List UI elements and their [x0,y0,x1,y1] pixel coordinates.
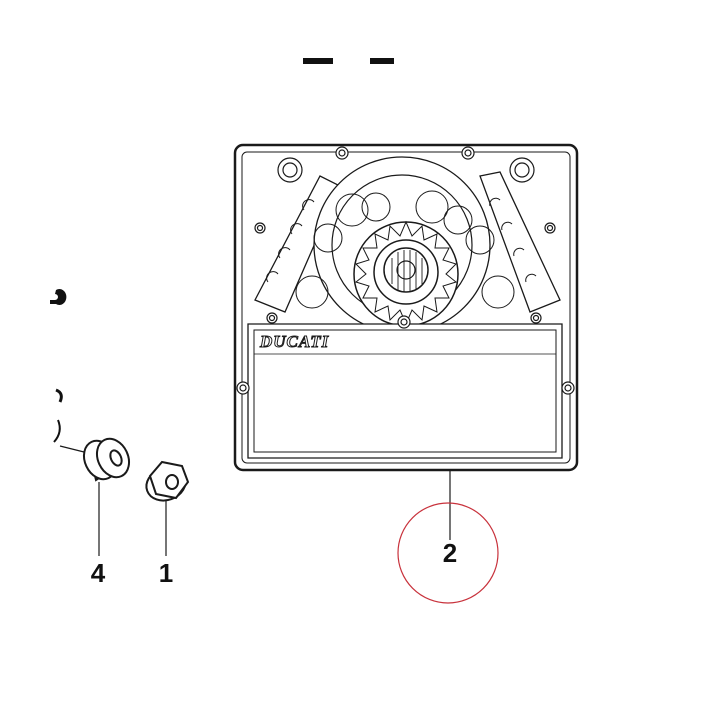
clutch-cover-plate [233,143,579,472]
cropped-callout-fragments [50,58,394,443]
nut-bore [165,474,179,490]
callout-highlight-circle [397,502,499,604]
right-belt [479,171,561,313]
right-belt-teeth [489,197,537,283]
left-belt-teeth [266,199,315,283]
spacer-bore [109,449,123,467]
flange-nut-part [145,460,190,502]
cover-inner-frame [241,151,571,464]
callout-label-spacer: 4 [91,558,106,588]
cover-bolts [236,146,575,395]
spline-outer [383,247,429,293]
pulley-lightening-holes [295,190,515,309]
brand-logo-text: DUCATI [259,332,330,351]
cover-lower-panel [247,323,563,459]
callout-label-nut: 1 [159,558,173,588]
spacer-part [82,437,131,482]
spline-center [396,260,416,280]
leader-lines [59,445,451,556]
callout-label-cover: 2 [443,538,457,568]
cover-lower-panel-inner [253,329,557,453]
leader-line-upper [59,445,85,453]
spline-lines [391,250,423,292]
